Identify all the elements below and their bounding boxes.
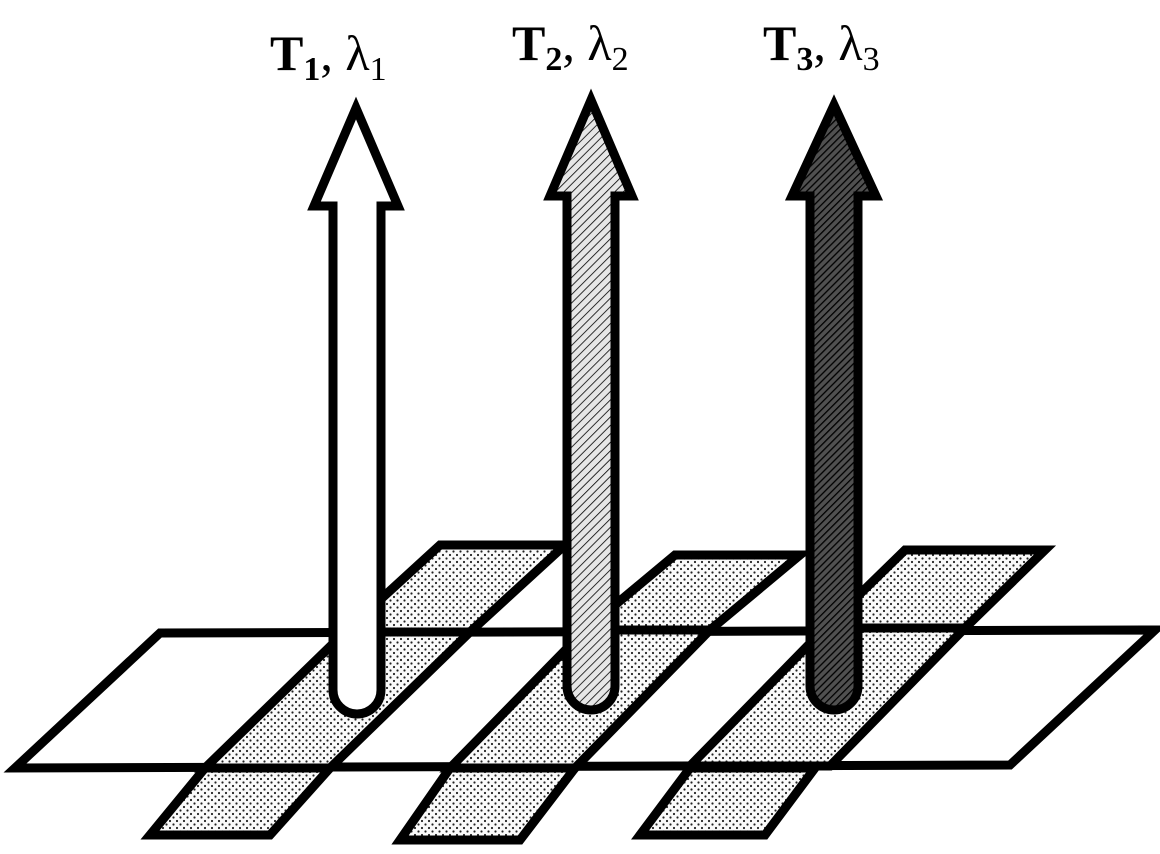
arrow-1	[307, 96, 405, 719]
label-arrow-3: T3, λ3	[763, 15, 880, 78]
label-arrow-2: T2, λ2	[512, 15, 629, 78]
front-tile-1	[140, 763, 341, 840]
front-tiles	[140, 763, 824, 845]
front-tile-3	[631, 763, 824, 840]
back-tiles	[333, 540, 1057, 637]
front-tile-2	[391, 763, 585, 845]
arrow-3	[784, 94, 884, 715]
label-arrow-1: T1, λ1	[270, 25, 387, 88]
arrow-2	[543, 88, 639, 715]
